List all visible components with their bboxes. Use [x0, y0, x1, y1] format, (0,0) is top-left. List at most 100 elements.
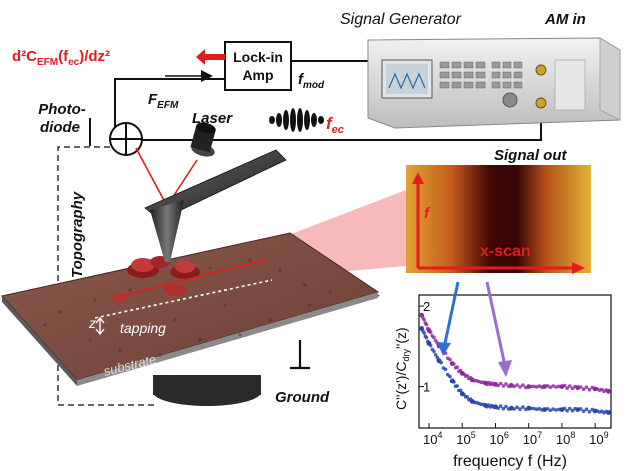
fefm-label: FEFM — [148, 91, 179, 111]
series-1-point — [428, 343, 433, 348]
series-1-point — [534, 407, 539, 412]
laser-label: Laser — [192, 110, 233, 127]
series-1-point — [439, 360, 444, 365]
series-1-point — [455, 384, 460, 388]
x-tick-label: 108 — [556, 430, 575, 447]
series-0-point — [565, 386, 569, 390]
series-0-point — [428, 330, 433, 335]
heatmap-f-label: f — [424, 205, 431, 222]
series-1-point — [443, 367, 448, 372]
photodiode-label-2: diode — [40, 119, 80, 136]
series-1-point — [458, 388, 463, 393]
series-0-point — [584, 385, 589, 390]
x-tick-label: 107 — [523, 430, 542, 447]
series-1-point — [548, 408, 553, 413]
series-0-point — [562, 383, 567, 388]
series-0-point — [432, 335, 436, 340]
am-in-label: AM in — [544, 11, 586, 28]
lockin-label-1: Lock-in — [233, 49, 283, 65]
series-1-point — [515, 405, 519, 410]
tapping-line — [94, 279, 273, 319]
series-1-point — [498, 404, 503, 408]
y-tick-label: 2 — [423, 299, 430, 314]
z-arrow — [95, 316, 105, 336]
series-0-point — [570, 386, 575, 391]
series-1-point — [545, 407, 550, 411]
series-0-point — [581, 387, 586, 392]
y-tick-label: 1 — [423, 380, 430, 395]
ground-icon — [290, 340, 310, 370]
chart-y-label: C''(z')/Cdry''(z) — [393, 327, 411, 410]
series-1-point — [529, 406, 534, 411]
surface-features — [127, 256, 200, 296]
series-0-point — [518, 385, 522, 389]
topography-loop — [57, 146, 155, 406]
series-1-point — [424, 335, 429, 340]
series-0-point — [424, 322, 429, 327]
efm-heatmap: f x-scan — [406, 165, 591, 274]
series-1-point — [452, 380, 456, 384]
signal-generator-instrument — [367, 37, 621, 129]
series-0-point — [448, 357, 452, 362]
series-0-point — [512, 384, 516, 389]
lockin-label-2: Amp — [242, 67, 273, 83]
series-1-point — [433, 353, 438, 357]
series-0-point — [587, 387, 592, 392]
substrate-stage — [1, 232, 380, 406]
series-0-point — [465, 374, 470, 378]
series-1-point — [554, 408, 558, 412]
series-0-point — [515, 383, 519, 387]
series-0-point — [545, 384, 550, 388]
series-0-point — [521, 383, 525, 387]
series-1-point — [504, 404, 508, 409]
afm-cantilever — [144, 149, 287, 262]
chart-x-label: frequency f (Hz) — [453, 453, 567, 470]
series-1-point — [501, 406, 506, 411]
ground-label: Ground — [275, 389, 330, 406]
series-1-point — [512, 407, 516, 411]
photodiode-icon — [109, 122, 143, 156]
series-1-point — [422, 331, 426, 335]
series-1-point — [562, 406, 567, 411]
series-1-point — [584, 407, 589, 412]
fec-label: fec — [326, 114, 344, 136]
series-0-point — [548, 385, 553, 390]
tip-label: tip — [113, 289, 128, 305]
x-tick-label: 109 — [589, 430, 608, 447]
series-0-point — [578, 385, 583, 389]
topography-label: Topography — [69, 191, 86, 278]
z-label: z — [88, 315, 96, 331]
series-0-point — [504, 382, 508, 386]
series-1-point — [565, 409, 569, 413]
heatmap-xscan-label: x-scan — [480, 243, 531, 260]
series-1-point — [606, 410, 611, 415]
series-0-point — [422, 317, 426, 322]
series-0-point — [496, 383, 500, 388]
series-1-point — [551, 407, 555, 411]
series-1-point — [432, 349, 436, 354]
tapping-label: tapping — [120, 320, 166, 336]
series-1-point — [578, 407, 583, 411]
series-0-point — [452, 362, 456, 366]
laser-icon — [190, 122, 216, 157]
fmod-label: fmod — [298, 71, 325, 91]
output-signal-label: d²CEFM(fec)/dz² — [12, 48, 110, 68]
series-0-point — [534, 385, 539, 389]
purple-annotation-arrow — [485, 281, 507, 367]
series-0-point — [501, 384, 506, 388]
series-0-point — [554, 385, 558, 389]
series-1-point — [570, 408, 575, 413]
series-0-point — [455, 365, 460, 370]
series-0-point — [606, 388, 611, 394]
series-0-point — [551, 384, 555, 388]
series-0-point — [529, 384, 534, 389]
series-1-point — [568, 406, 572, 411]
series-1-point — [448, 374, 452, 379]
series-1-point — [465, 395, 470, 399]
x-tick-label: 104 — [423, 430, 442, 447]
lockin-box — [224, 41, 292, 91]
output-arrow — [196, 49, 225, 65]
series-1-point — [496, 406, 500, 411]
